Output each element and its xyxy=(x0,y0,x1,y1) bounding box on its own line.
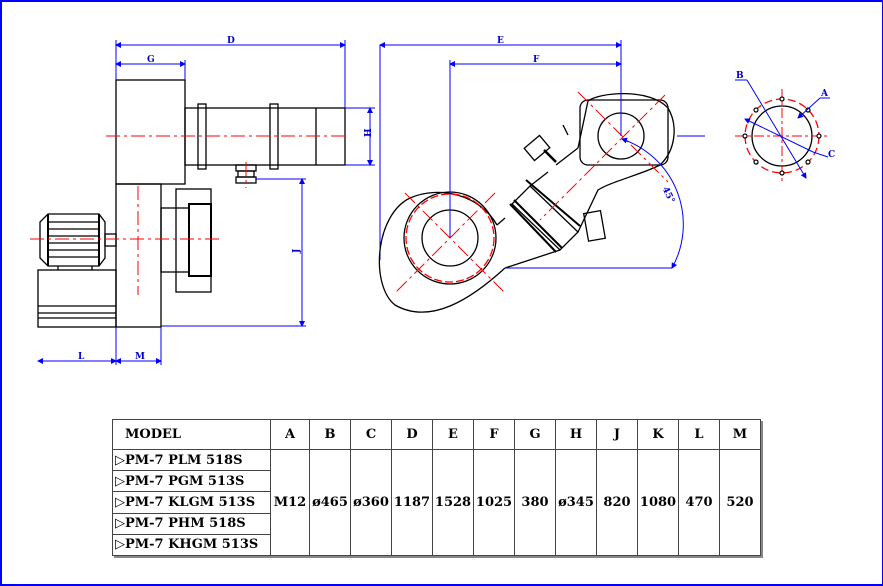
fan-housing-upper xyxy=(115,79,186,185)
outlet-flange-square xyxy=(579,99,669,166)
damper-actuator xyxy=(582,209,607,242)
header-a: A xyxy=(270,419,310,450)
header-g: G xyxy=(514,419,556,450)
value-e: 1528 xyxy=(432,449,474,556)
header-m: M xyxy=(719,419,761,450)
side-view xyxy=(37,79,346,328)
bolt-hole xyxy=(779,96,785,102)
dim-label-h: H xyxy=(364,128,374,137)
table-header-row: MODEL A B C D E F G H J K L M xyxy=(112,419,761,450)
table-row: ▷PM-7 KLGM 513S xyxy=(112,491,761,514)
header-b: B xyxy=(309,419,351,450)
model-name: ▷PM-7 KLGM 513S xyxy=(112,491,271,514)
dim-label-e: E xyxy=(497,36,504,46)
bolt-hole xyxy=(805,159,811,165)
header-f: F xyxy=(473,419,515,450)
dim-label-j: J xyxy=(292,249,302,254)
model-name: ▷PM-7 KHGM 513S xyxy=(112,533,271,557)
flange-detail: B A C xyxy=(735,71,835,183)
header-c: C xyxy=(350,419,392,450)
front-view-dimensions xyxy=(379,40,705,269)
header-d: D xyxy=(391,419,433,450)
value-m: 520 xyxy=(719,449,761,556)
dim-label-m: M xyxy=(135,352,145,362)
angle-label: 45° xyxy=(660,185,676,205)
dim-label-a: A xyxy=(820,89,829,99)
header-j: J xyxy=(596,419,638,450)
dim-label-g: G xyxy=(147,55,155,65)
bolt-hole xyxy=(753,107,759,113)
dimension-table: MODEL A B C D E F G H J K L M ▷PM-7 PLM … xyxy=(112,419,761,557)
motor xyxy=(39,213,117,267)
bolt-hole xyxy=(805,107,811,113)
side-view-centerlines xyxy=(30,135,345,295)
model-name: ▷PM-7 PLM 518S xyxy=(112,448,271,472)
bolt-hole xyxy=(742,133,748,139)
value-g: 380 xyxy=(514,449,556,556)
header-model: MODEL xyxy=(112,419,271,450)
value-k: 1080 xyxy=(637,449,679,556)
value-b: ø465 xyxy=(309,449,351,556)
dim-label-f: F xyxy=(533,55,540,65)
value-d: 1187 xyxy=(391,449,433,556)
motor-base xyxy=(37,269,117,328)
header-e: E xyxy=(432,419,474,450)
value-a: M12 xyxy=(270,449,310,556)
model-name: ▷PM-7 PGM 513S xyxy=(112,470,271,493)
bolt-hole xyxy=(753,159,759,165)
dim-label-d: D xyxy=(227,36,235,46)
table-row: ▷PM-7 PLM 518S M12 ø465 ø360 1187 1528 1… xyxy=(112,448,761,556)
dim-label-l: L xyxy=(78,352,85,362)
model-name: ▷PM-7 PHM 518S xyxy=(112,512,271,535)
value-j: 820 xyxy=(596,449,638,556)
table-row: ▷PM-7 KHGM 513S xyxy=(112,533,761,557)
value-h: ø345 xyxy=(555,449,597,556)
header-k: K xyxy=(637,419,679,450)
dim-label-b: B xyxy=(736,71,744,81)
dim-label-c: C xyxy=(828,150,835,160)
side-view-dimensions xyxy=(37,40,381,365)
bolt-hole xyxy=(816,133,822,139)
bolt-hole xyxy=(779,170,785,176)
header-l: L xyxy=(678,419,720,450)
value-l: 470 xyxy=(678,449,720,556)
front-view-flange-dashed xyxy=(405,193,495,283)
value-c: ø360 xyxy=(350,449,392,556)
value-f: 1025 xyxy=(473,449,515,556)
header-h: H xyxy=(555,419,597,450)
